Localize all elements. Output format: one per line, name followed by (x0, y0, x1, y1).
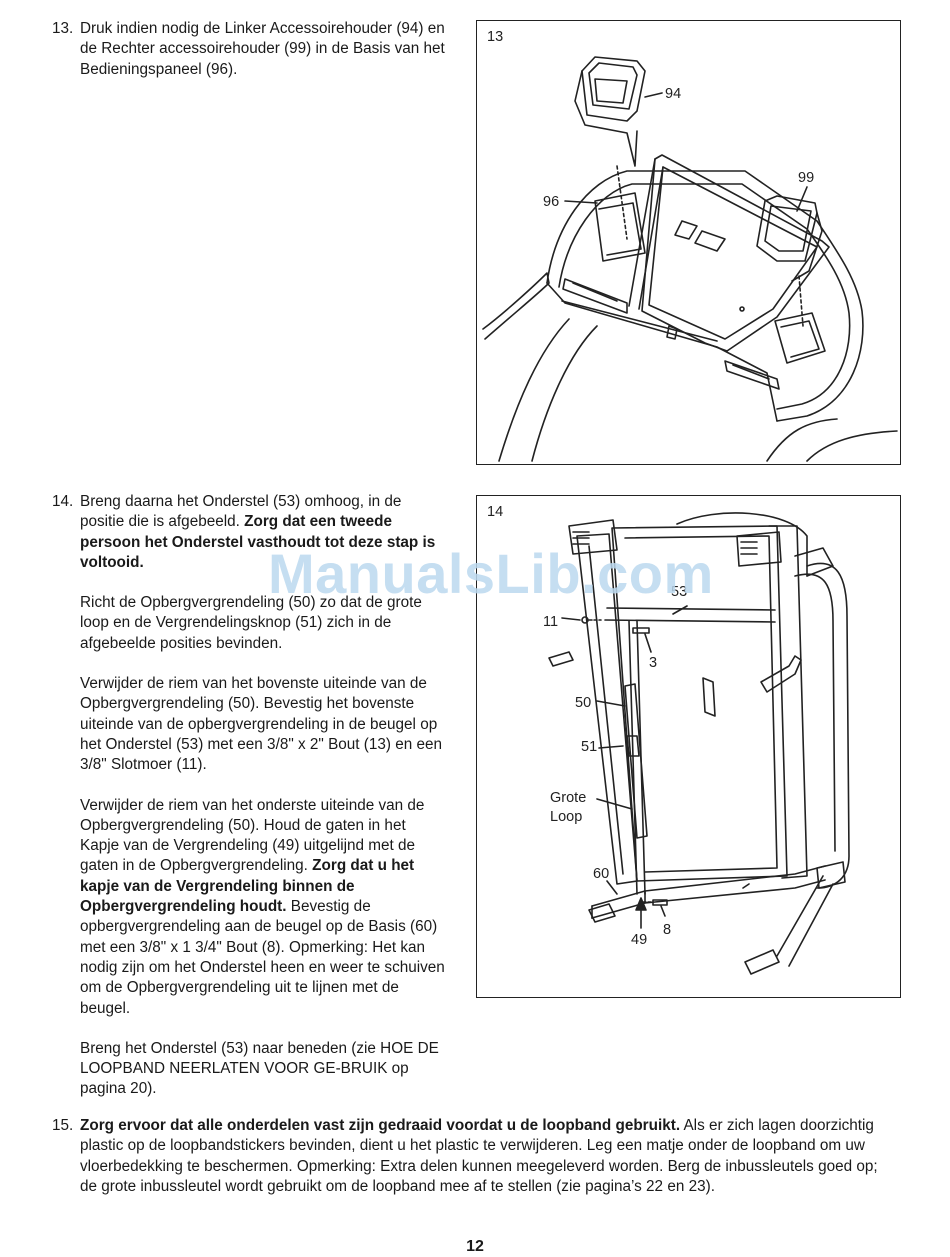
step-number: 15. (52, 1117, 74, 1134)
callout-60: 60 (593, 866, 610, 882)
figure-13-number: 13 (487, 29, 504, 45)
step-14-p4-bold: Zorg dat u het kapje van de Vergrendelin… (80, 857, 415, 916)
step-14-paragraph-1: Breng daarna het Onderstel (53) omhoog, … (80, 492, 445, 573)
watermark: ManualsLib.com (268, 542, 714, 605)
figure-13: 13 94 99 96 (476, 20, 901, 465)
console-accessory-illustration (482, 56, 898, 462)
figure-14: 14 53 11 3 50 51 Grote Loop 60 49 8 (476, 495, 901, 998)
step-number: 14. (52, 493, 74, 510)
callout-11: 11 (543, 614, 559, 630)
step-14-p1-bold: Zorg dat een tweede persoon het Onderste… (80, 513, 436, 571)
callout-99: 99 (798, 170, 815, 186)
callout-50: 50 (575, 695, 592, 711)
step-number: 13. (52, 20, 74, 37)
step-15-rest: Als er zich lagen doorzichtig plastic op… (80, 1117, 878, 1195)
callout-grote-loop: Grote Loop (550, 790, 587, 825)
callout-3: 3 (649, 655, 658, 671)
callout-96: 96 (543, 194, 560, 210)
callout-94: 94 (665, 86, 682, 102)
figure-14-number: 14 (487, 504, 504, 520)
callout-53: 53 (671, 584, 688, 600)
callout-8: 8 (663, 922, 672, 938)
step-15-bold: Zorg ervoor dat alle onderdelen vast zij… (80, 1117, 681, 1134)
page-number: 12 (466, 1238, 484, 1255)
callout-51: 51 (581, 739, 598, 755)
step-14-p4-text-a: Verwijder de riem van het onderste uitei… (80, 796, 425, 875)
storage-latch-illustration (548, 512, 850, 975)
step-14-paragraph-5: Breng het Onderstel (53) naar beneden (z… (80, 1039, 439, 1098)
step-15-text: Zorg ervoor dat alle onderdelen vast zij… (80, 1116, 898, 1197)
step-13-text: Druk indien nodig de Linker Accessoireho… (80, 20, 445, 78)
step-14-p4-text-c: Bevestig de opbergvergrendeling aan de b… (80, 898, 445, 1017)
step-14-paragraph-2: Richt de Opbergvergrendeling (50) zo dat… (80, 594, 422, 652)
callout-49: 49 (631, 932, 648, 948)
step-14-paragraph-4: Verwijder de riem van het onderste uitei… (80, 796, 445, 1019)
step-14-paragraph-3: Verwijder de riem van het bovenste uitei… (80, 675, 443, 774)
step-14-p1-text: Breng daarna het Onderstel (53) omhoog, … (80, 493, 402, 531)
